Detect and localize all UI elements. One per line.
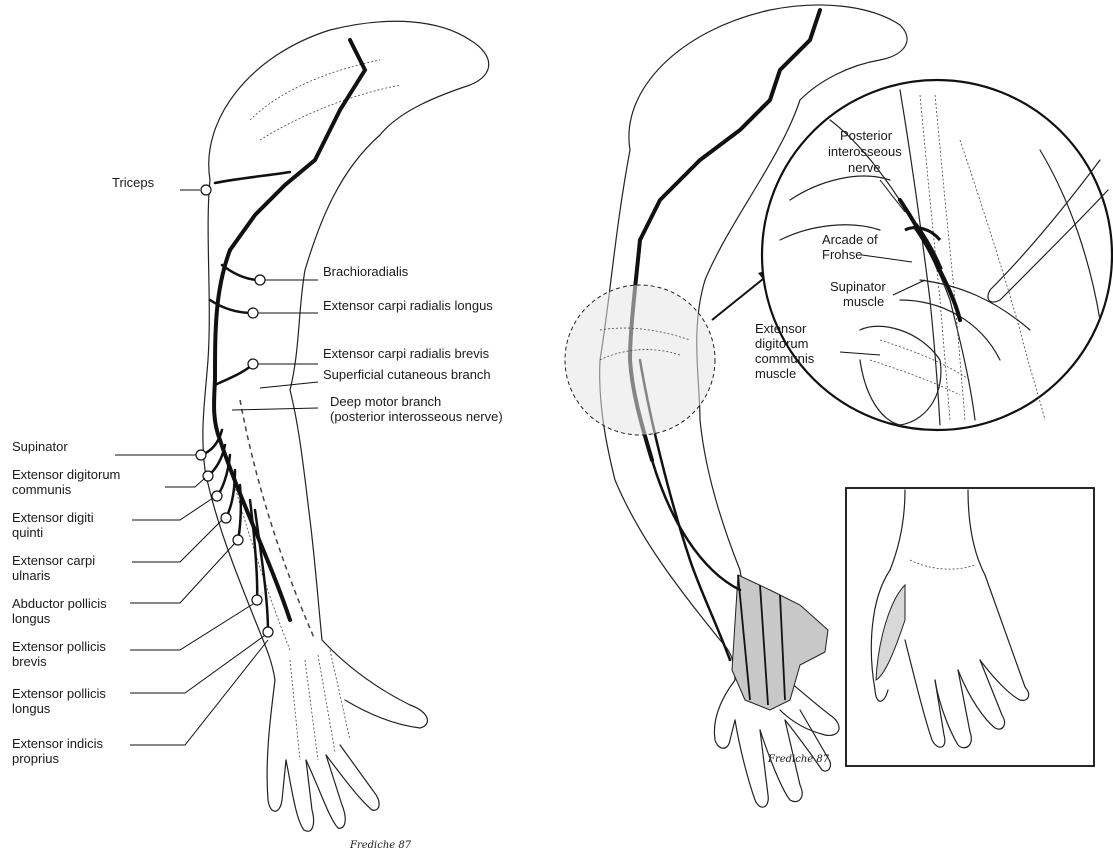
label-pin-3: nerve (848, 160, 881, 175)
label-brachioradialis: Brachioradialis (323, 264, 409, 279)
label-edc-muscle-4: muscle (755, 366, 796, 381)
label-pin-2: interosseous (828, 144, 902, 159)
label-apl-1: Abductor pollicis (12, 596, 107, 611)
label-epl-2: longus (12, 701, 51, 716)
label-ecu-1: Extensor carpi (12, 553, 95, 568)
label-epb-2: brevis (12, 654, 47, 669)
label-deep-branch-1: Deep motor branch (330, 394, 441, 409)
label-ecu-2: ulnaris (12, 568, 51, 583)
label-ecrb: Extensor carpi radialis brevis (323, 346, 490, 361)
signature-right: Frediche 87 (767, 754, 830, 765)
label-arcade-1: Arcade of (822, 232, 878, 247)
label-ecrl: Extensor carpi radialis longus (323, 298, 493, 313)
label-triceps: Triceps (112, 175, 155, 190)
label-edq-2: quinti (12, 525, 43, 540)
label-apl-2: longus (12, 611, 51, 626)
label-edc-muscle-3: communis (755, 351, 815, 366)
label-pin-1: Posterior (840, 128, 893, 143)
label-supinator: Supinator (12, 439, 68, 454)
label-eip-2: proprius (12, 751, 59, 766)
label-edq-1: Extensor digiti (12, 510, 94, 525)
label-epb-1: Extensor pollicis (12, 639, 106, 654)
label-edc-1: Extensor digitorum (12, 467, 120, 482)
label-edc-2: communis (12, 482, 72, 497)
left-labels: Triceps Brachioradialis Extensor carpi r… (12, 175, 503, 766)
label-edc-muscle-1: Extensor (755, 321, 807, 336)
label-arcade-2: Frohse (822, 247, 862, 262)
label-supinator-muscle-1: Supinator (830, 279, 886, 294)
left-arm-drawing (201, 21, 489, 831)
label-supinator-muscle-2: muscle (843, 294, 884, 309)
magnified-inset (762, 80, 1112, 430)
label-edc-muscle-2: digitorum (755, 336, 808, 351)
hand-sensory-inset (846, 488, 1094, 766)
label-epl-1: Extensor pollicis (12, 686, 106, 701)
signature-left: Frediche 87 (349, 840, 412, 851)
label-eip-1: Extensor indicis (12, 736, 104, 751)
label-superficial-branch: Superficial cutaneous branch (323, 367, 491, 382)
label-deep-branch-2: (posterior interosseous nerve) (330, 409, 503, 424)
